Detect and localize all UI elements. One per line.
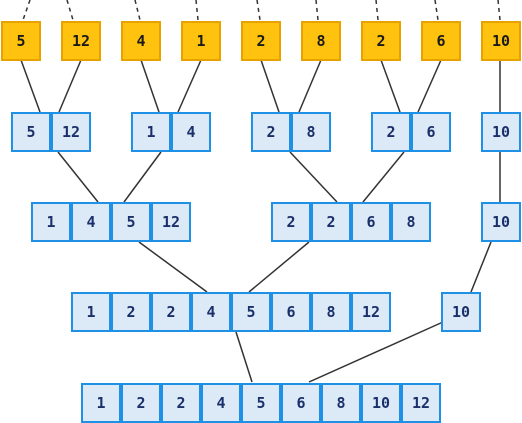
array-cell: 2: [271, 202, 311, 242]
leaf-node: 10: [481, 21, 521, 61]
array-cell: 6: [351, 202, 391, 242]
array-cell: 8: [311, 292, 351, 332]
array-cell: 12: [151, 202, 191, 242]
array-cell: 5: [241, 383, 281, 423]
array-cell: 10: [481, 112, 521, 152]
array-cell: 8: [291, 112, 331, 152]
array-cell: 4: [71, 202, 111, 242]
array-cell: 12: [401, 383, 441, 423]
array-cell: 2: [161, 383, 201, 423]
array-cell: 2: [251, 112, 291, 152]
array-cell: 1: [71, 292, 111, 332]
leaf-node: 6: [421, 21, 461, 61]
leaf-node: 1: [181, 21, 221, 61]
array-cell: 4: [171, 112, 211, 152]
array-cell: 1: [81, 383, 121, 423]
array-cell: 2: [121, 383, 161, 423]
array-cell: 4: [191, 292, 231, 332]
array-cell: 6: [271, 292, 311, 332]
leaf-node: 4: [121, 21, 161, 61]
leaf-node: 2: [241, 21, 281, 61]
array-cell: 2: [151, 292, 191, 332]
array-cell: 2: [371, 112, 411, 152]
array-cell: 12: [351, 292, 391, 332]
leaf-node: 5: [1, 21, 41, 61]
array-cell: 10: [441, 292, 481, 332]
array-cell: 6: [411, 112, 451, 152]
array-cell: 1: [131, 112, 171, 152]
array-cell: 10: [481, 202, 521, 242]
array-cell: 12: [51, 112, 91, 152]
array-cell: 5: [111, 202, 151, 242]
array-cell: 4: [201, 383, 241, 423]
leaf-node: 8: [301, 21, 341, 61]
array-cell: 5: [11, 112, 51, 152]
array-cell: 2: [311, 202, 351, 242]
array-cell: 10: [361, 383, 401, 423]
array-cell: 8: [321, 383, 361, 423]
array-cell: 8: [391, 202, 431, 242]
array-cell: 5: [231, 292, 271, 332]
array-cell: 6: [281, 383, 321, 423]
array-cell: 1: [31, 202, 71, 242]
array-cell: 2: [111, 292, 151, 332]
leaf-node: 12: [61, 21, 101, 61]
leaf-node: 2: [361, 21, 401, 61]
leaf-stubs: [22, 0, 501, 21]
